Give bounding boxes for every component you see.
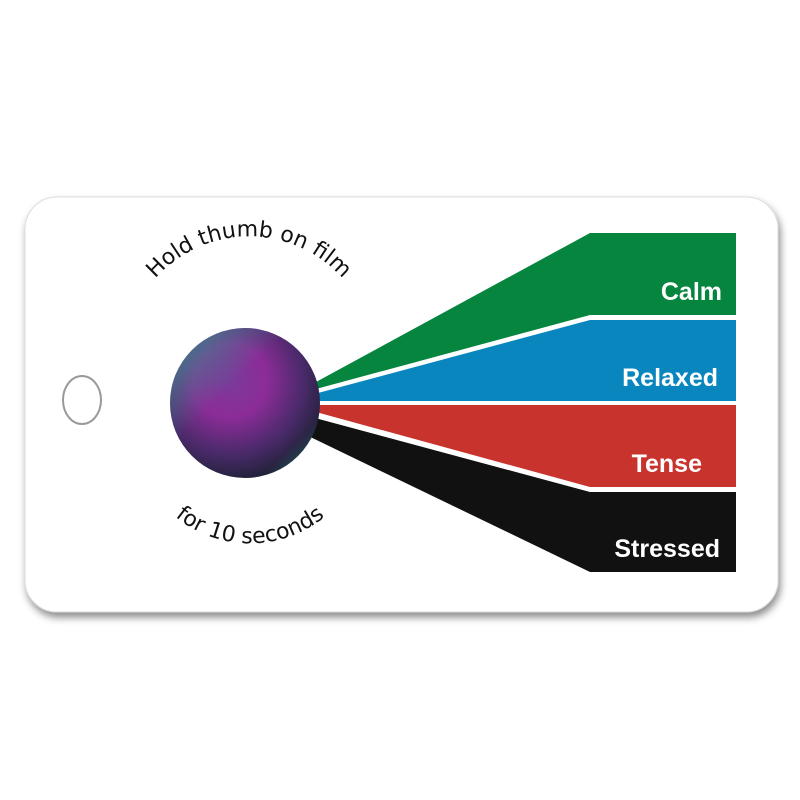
film-disc-icon[interactable] — [170, 328, 320, 478]
label-relaxed: Relaxed — [622, 364, 718, 392]
band-stressed-shape — [300, 418, 736, 572]
label-stressed: Stressed — [614, 535, 720, 563]
band-relaxed-shape — [318, 320, 736, 401]
key-ring-hole — [62, 375, 102, 425]
band-stressed — [300, 418, 736, 572]
band-tense — [316, 405, 736, 487]
band-relaxed — [318, 320, 736, 401]
label-tense: Tense — [632, 450, 702, 478]
label-calm: Calm — [661, 278, 722, 306]
band-calm — [316, 233, 736, 389]
band-tense-shape — [316, 405, 736, 487]
band-calm-shape — [316, 233, 736, 389]
